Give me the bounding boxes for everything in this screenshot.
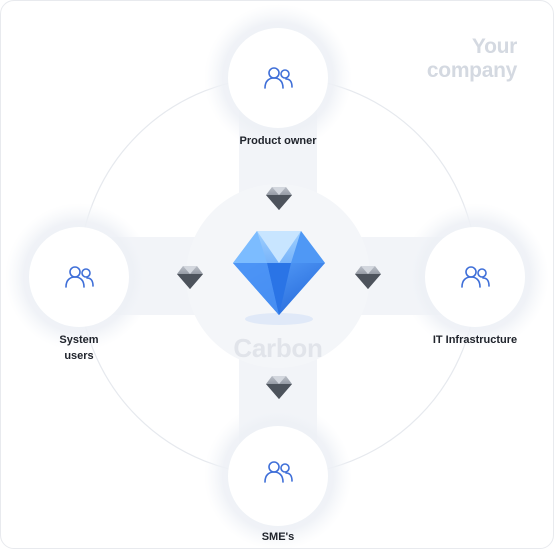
- center-label: Carbon: [233, 333, 323, 363]
- company-watermark: Your company: [427, 35, 517, 83]
- node-label-left-line2: users: [64, 350, 94, 362]
- small-gray-diamond-icon: [266, 187, 292, 210]
- node-label-top: Product owner: [239, 135, 317, 147]
- node-label-bottom: SME's: [261, 531, 295, 543]
- users-icon: [461, 266, 490, 288]
- company-label-line1: Your: [471, 35, 517, 58]
- small-gray-diamond-icon: [355, 266, 381, 289]
- node-label-left: System users: [29, 332, 129, 364]
- users-icon: [65, 266, 94, 288]
- company-label-line2: company: [426, 59, 517, 82]
- users-icon: [264, 461, 293, 483]
- large-blue-diamond-icon: [233, 231, 325, 325]
- small-gray-diamond-icon: [177, 266, 203, 289]
- node-smes[interactable]: [228, 426, 328, 526]
- small-gray-diamond-icon: [266, 376, 292, 399]
- node-label-right: IT Infrastructure: [432, 334, 518, 346]
- node-label-left-line1: System: [59, 334, 99, 346]
- users-icon: [264, 67, 293, 89]
